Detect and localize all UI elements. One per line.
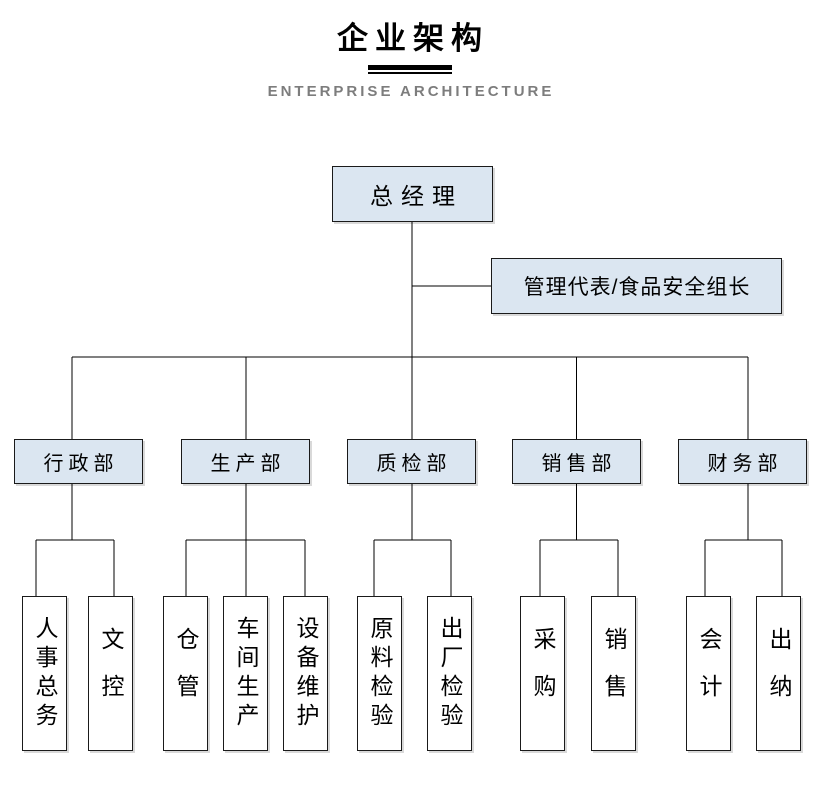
dept-label: 财务部	[707, 453, 783, 475]
dept-box-sales: 销售部	[512, 439, 641, 484]
leaf-label: 原料检验	[367, 615, 393, 732]
leaf-label: 人事总务	[32, 615, 58, 732]
leaf-box-warehouse: 仓管	[163, 596, 208, 751]
leaf-box-equipment-maintenance: 设备维护	[283, 596, 328, 751]
dept-label: 质检部	[376, 453, 452, 475]
leaf-label: 车间生产	[233, 615, 259, 732]
leaf-box-document-control: 文控	[88, 596, 133, 751]
dept-label: 销售部	[541, 453, 617, 475]
dept-box-production: 生产部	[181, 439, 310, 484]
page-subtitle: ENTERPRISE ARCHITECTURE	[267, 83, 555, 100]
org-node-label: 管理代表/食品安全组长	[523, 276, 751, 299]
org-node-label: 总经理	[370, 183, 463, 209]
dept-label: 生产部	[210, 453, 286, 475]
leaf-label: 出厂检验	[437, 615, 463, 732]
title-underline	[367, 65, 452, 74]
leaf-box-sales: 销售	[591, 596, 636, 751]
leaf-box-outgoing-inspection: 出厂检验	[427, 596, 472, 751]
leaf-label: 销售	[601, 626, 627, 721]
org-node-general-manager: 总经理	[332, 166, 493, 222]
leaf-label: 会计	[696, 626, 722, 721]
dept-label: 行政部	[43, 453, 119, 475]
leaf-label: 采购	[530, 626, 556, 721]
leaf-box-hr-general-affairs: 人事总务	[22, 596, 67, 751]
org-node-management-representative: 管理代表/食品安全组长	[491, 258, 782, 314]
leaf-box-raw-material-inspection: 原料检验	[357, 596, 402, 751]
leaf-label: 仓管	[173, 626, 199, 721]
leaf-label: 出纳	[766, 626, 792, 721]
leaf-box-cashier: 出纳	[756, 596, 801, 751]
title-underline-thin	[367, 72, 452, 74]
leaf-box-purchasing: 采购	[520, 596, 565, 751]
page-title: 企业架构	[337, 21, 489, 56]
leaf-label: 设备维护	[293, 615, 319, 732]
leaf-box-workshop-production: 车间生产	[223, 596, 268, 751]
dept-box-quality-inspection: 质检部	[347, 439, 476, 484]
dept-box-admin: 行政部	[14, 439, 143, 484]
dept-box-finance: 财务部	[678, 439, 807, 484]
header: 企业架构 ENTERPRISE ARCHITECTURE	[0, 0, 819, 99]
title-underline-thick	[367, 65, 452, 70]
leaf-label: 文控	[98, 626, 124, 721]
leaf-box-accounting: 会计	[686, 596, 731, 751]
